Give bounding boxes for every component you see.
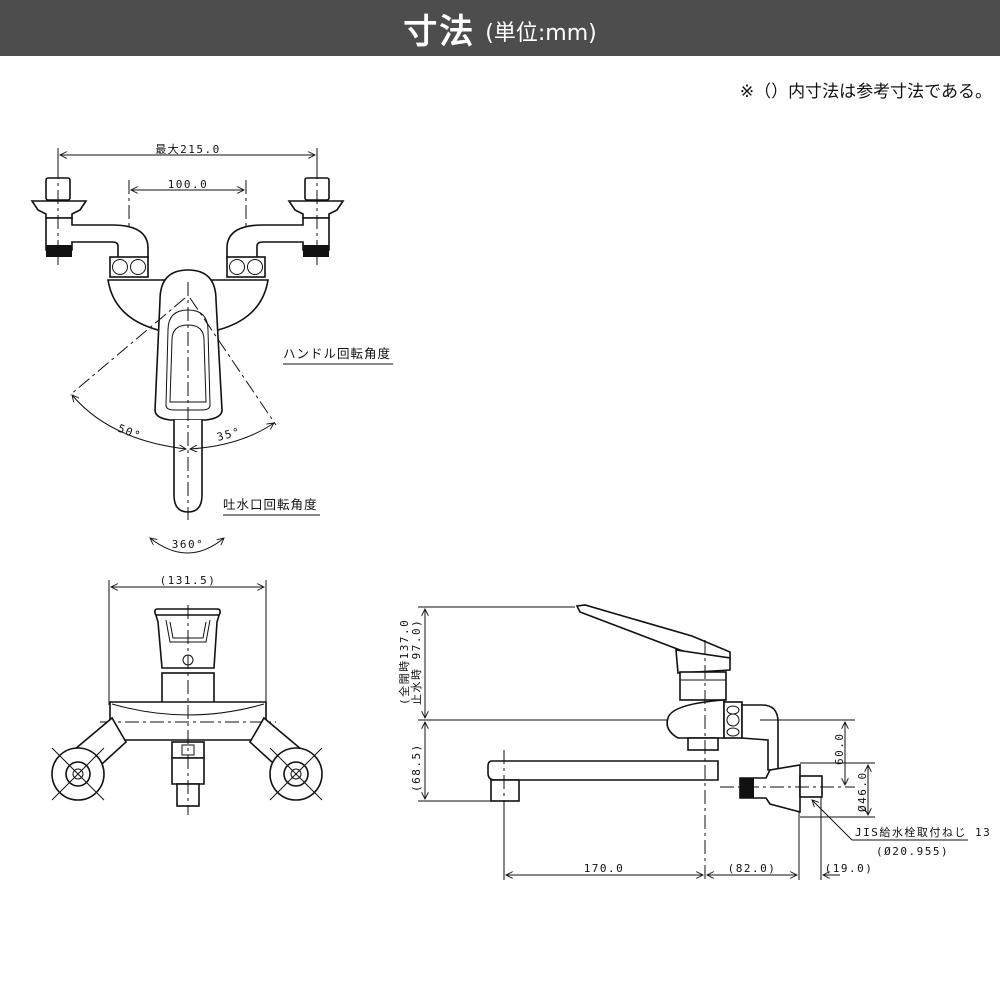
spout-rotation-label: 吐水口回転角度 (223, 497, 318, 512)
spout-collar (687, 737, 719, 751)
angle-line-right (189, 297, 277, 426)
left-union-nut (109, 256, 149, 278)
right-center (290, 768, 302, 780)
thread-label: JIS給水栓取付ねじ 13 (855, 825, 991, 839)
dim-height-closed: 止水時 97.0) (410, 619, 423, 705)
dim-width: (131.5) (160, 574, 217, 587)
right-thread (303, 245, 329, 257)
handle-angle-left: 50° (116, 422, 143, 443)
nut-detail (130, 259, 146, 275)
nut-detail (247, 259, 263, 275)
handle-grip-inner (169, 324, 207, 403)
dim-flange-diameter: Ø46.0 (856, 771, 869, 812)
body-side (666, 699, 725, 739)
angle-line-left (69, 297, 186, 396)
spout-rotation-arc (150, 538, 224, 554)
right-flange (287, 200, 345, 219)
reference-note: ※（）内寸法は参考寸法である。 (739, 82, 992, 102)
nut-detail (112, 259, 128, 275)
dim-fitting-depth: (19.0) (825, 862, 874, 875)
elbow-pipe (741, 704, 779, 771)
nut-detail (726, 713, 740, 727)
header-title: 寸法 (403, 11, 476, 52)
inlet-thread (740, 778, 754, 798)
nut-detail (229, 259, 245, 275)
left-center (72, 768, 84, 780)
right-union-nut (226, 256, 266, 278)
crosshair (269, 747, 323, 801)
leader-line (812, 800, 853, 841)
left-flange (30, 200, 88, 219)
side-view: (全開時137.0 止水時 97.0) (68.5) 60.0 Ø46. (397, 604, 991, 880)
dim-vertical-offset: 60.0 (833, 733, 846, 766)
angle-arc-right (190, 423, 274, 449)
handle-rotation-label: ハンドル回転角度 (283, 346, 391, 361)
side-spout (487, 760, 719, 781)
cartridge (679, 671, 727, 701)
nut-detail (726, 727, 740, 737)
thread-diameter: (Ø20.955) (876, 845, 949, 858)
dim-spout-length: 170.0 (584, 862, 625, 875)
top-view: 最大215.0 100.0 (30, 142, 393, 554)
dim-spout-height: (68.5) (410, 743, 423, 792)
dim-max-width: 最大215.0 (155, 142, 221, 156)
spout-rotation: 360° (172, 538, 205, 551)
handle-angle-right: 35° (215, 425, 242, 444)
header-unit: (単位:mm) (485, 21, 597, 46)
aerator (490, 779, 520, 802)
spout-base (171, 757, 205, 785)
crosshair (51, 747, 105, 801)
page-header: 寸法 (単位:mm) (0, 0, 1000, 56)
left-thread (46, 245, 72, 257)
angle-arc-left (72, 395, 186, 449)
dim-body-depth: (82.0) (728, 862, 777, 875)
dim-height-full-open: (全開時137.0 (397, 619, 411, 705)
dim-center-distance: 100.0 (168, 178, 209, 191)
lever-base (675, 649, 731, 674)
front-view: (131.5) (51, 574, 323, 815)
